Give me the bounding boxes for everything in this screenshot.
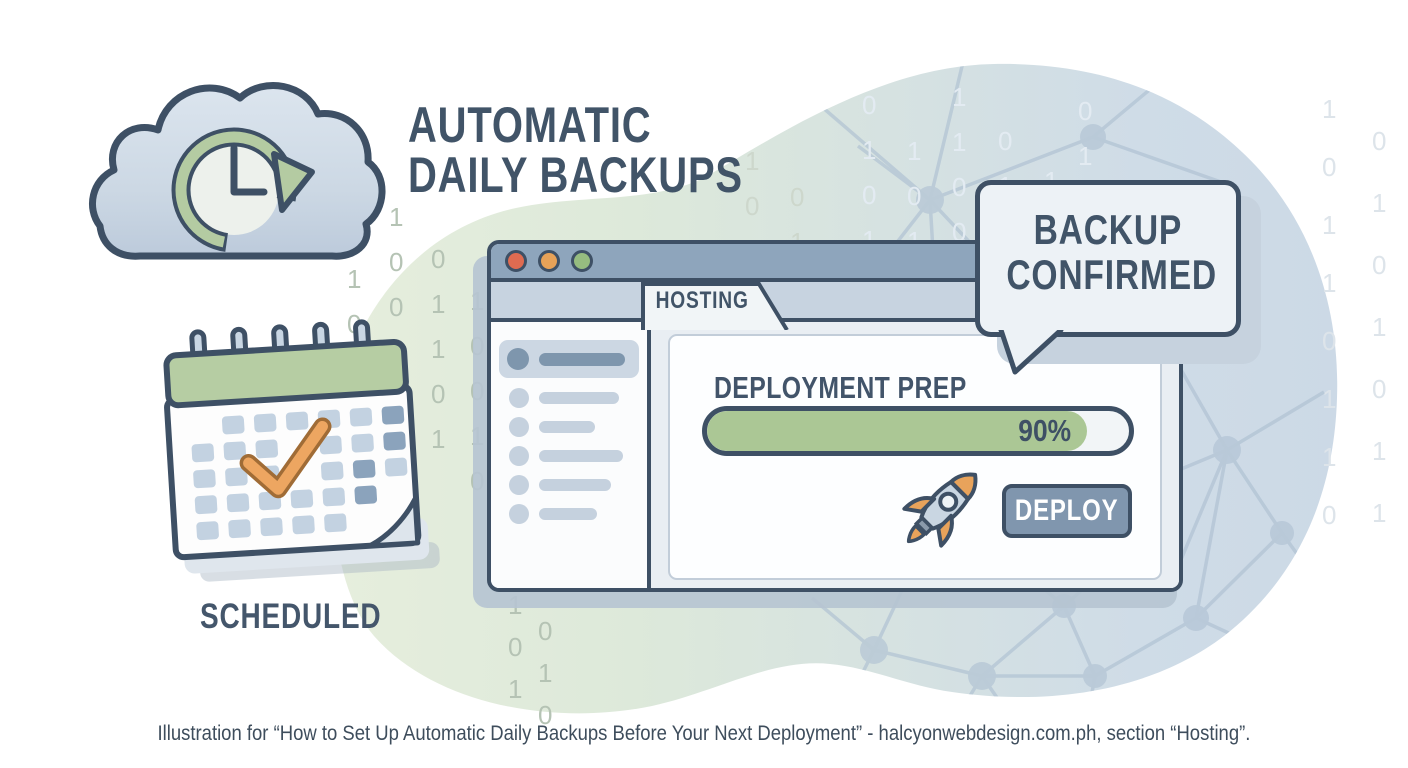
sidebar-item-dot [509, 417, 529, 437]
calendar-day-cells [191, 405, 408, 541]
backup-arrowhead [271, 151, 315, 213]
progress-fill: 90% [707, 411, 1087, 451]
bubble-line-1: BACKUP [1033, 206, 1183, 253]
check-mark [243, 420, 328, 495]
scheduled-label: SCHEDULED [200, 597, 382, 636]
page-curl [367, 496, 421, 549]
sidebar-item-bar [539, 421, 595, 433]
window-close-dot[interactable] [505, 250, 527, 272]
sidebar-item-dot [509, 388, 529, 408]
bubble-tail [998, 330, 1064, 375]
page-title: AUTOMATIC DAILY BACKUPS [408, 100, 827, 200]
deployment-card: DEPLOYMENT PREP 90% [668, 334, 1162, 580]
window-minimize-dot[interactable] [538, 250, 560, 272]
rocket-icon [902, 472, 978, 548]
cloud-backup-icon [89, 82, 386, 260]
sidebar-item[interactable] [509, 417, 647, 437]
progress-percent-label: 90% [1018, 413, 1071, 448]
backup-confirmed-bubble: BACKUP CONFIRMED [975, 180, 1241, 337]
sidebar-item-dot [509, 475, 529, 495]
calendar-illustration [163, 319, 440, 582]
browser-window: HOSTING DEPLOYMENT PREP [487, 240, 1183, 592]
sidebar-item-active[interactable] [499, 340, 639, 378]
progress-bar: 90% [702, 406, 1134, 456]
window-content: DEPLOYMENT PREP 90% [491, 322, 1179, 588]
sidebar-item-bar [539, 508, 597, 520]
sidebar-item-bar [539, 450, 623, 462]
calendar-header [163, 338, 409, 409]
sidebar-item-dot [509, 446, 529, 466]
caption: Illustration for “How to Set Up Automati… [157, 722, 1251, 745]
title-line-1: AUTOMATIC [408, 97, 652, 153]
sidebar-item[interactable] [509, 446, 647, 466]
tab-hosting[interactable]: HOSTING [655, 287, 749, 314]
panel-heading: DEPLOYMENT PREP [714, 370, 967, 405]
sidebar-item-dot [507, 348, 529, 370]
sidebar-item-dot [509, 504, 529, 524]
title-line-2: DAILY BACKUPS [408, 147, 743, 203]
deploy-button[interactable]: DEPLOY [1002, 484, 1132, 538]
main-panel: DEPLOYMENT PREP 90% [651, 322, 1179, 588]
hosting-tab-shape[interactable] [491, 282, 1179, 330]
window-maximize-dot[interactable] [571, 250, 593, 272]
bubble-line-2: CONFIRMED [1006, 251, 1217, 298]
sidebar-item-bar [539, 479, 611, 491]
clock-hands [230, 144, 268, 196]
sidebar-item[interactable] [509, 388, 647, 408]
sidebar [491, 322, 651, 588]
sidebar-item-bar [539, 392, 619, 404]
sidebar-item-bar [539, 352, 625, 366]
sidebar-item[interactable] [509, 504, 647, 524]
sidebar-item[interactable] [509, 475, 647, 495]
